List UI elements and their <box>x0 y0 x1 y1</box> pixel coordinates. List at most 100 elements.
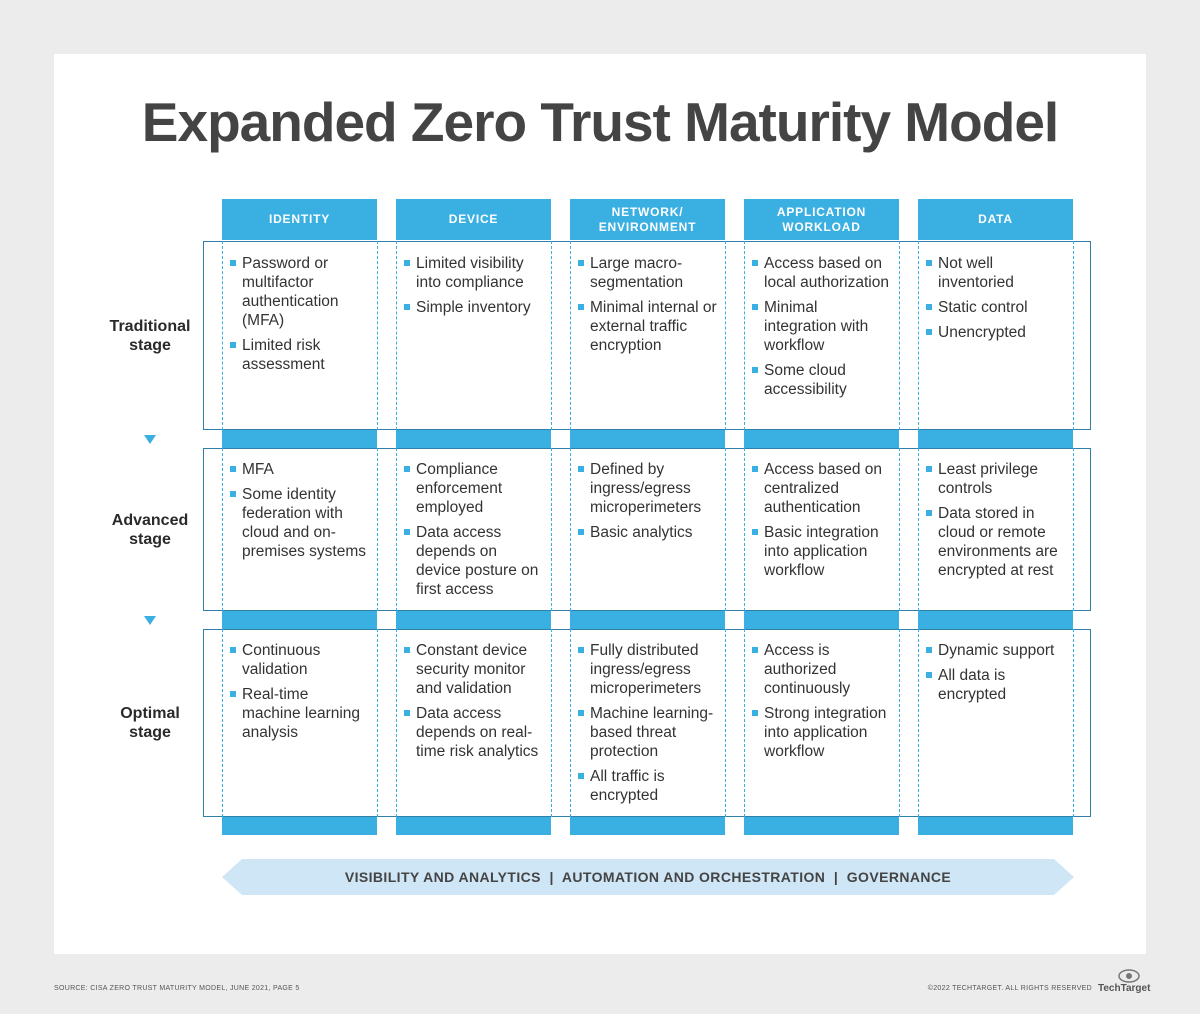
column-header-data: DATA <box>918 199 1073 240</box>
stage-bar-segment <box>744 430 899 448</box>
list-item-text: Limited risk assessment <box>242 337 325 373</box>
bullet-square-icon <box>230 491 236 497</box>
source-note: SOURCE: CISA ZERO TRUST MATURITY MODEL, … <box>54 985 300 992</box>
bullet-square-icon <box>926 510 932 516</box>
column-divider <box>222 241 223 430</box>
column-header-application: APPLICATION WORKLOAD <box>744 199 899 240</box>
list-item: Static control <box>926 298 1066 317</box>
stage-bar-segment <box>918 611 1073 629</box>
list-item-text: Data stored in cloud or remote environme… <box>938 505 1058 579</box>
column-divider <box>725 448 726 611</box>
row-label-traditional: Traditional stage <box>109 318 191 354</box>
column-divider <box>918 448 919 611</box>
techtarget-logo-icon: TechTarget <box>1098 966 1151 996</box>
stage-bar-segment <box>222 430 377 448</box>
row-label-advanced: Advanced stage <box>111 512 189 548</box>
column-divider <box>570 448 571 611</box>
stage-bar-segment <box>570 611 725 629</box>
list-item-text: Access based on local authorization <box>764 255 889 291</box>
bullet-square-icon <box>752 367 758 373</box>
list-item: Large macro-segmentation <box>578 254 718 292</box>
list-item-text: Machine learning-based threat protection <box>590 705 714 760</box>
bullet-square-icon <box>404 466 410 472</box>
column-divider <box>918 241 919 430</box>
list-item-text: Some identity federation with cloud and … <box>242 486 367 560</box>
list-item: Some cloud accessibility <box>752 361 892 399</box>
list-item: Constant device security monitor and val… <box>404 641 544 698</box>
bullet-square-icon <box>752 529 758 535</box>
bullet-square-icon <box>404 304 410 310</box>
list-item: MFA <box>230 460 370 479</box>
list-item-text: Data access depends on device posture on… <box>416 524 539 598</box>
list-item-text: Minimal internal or external traffic enc… <box>590 299 717 354</box>
list-item: All data is encrypted <box>926 666 1066 704</box>
column-divider <box>725 629 726 817</box>
stage-bar-segment <box>918 430 1073 448</box>
list-item: Access is authorized continuously <box>752 641 892 698</box>
copyright-note: ©2022 TECHTARGET. ALL RIGHTS RESERVED <box>927 985 1092 992</box>
column-divider <box>551 448 552 611</box>
stage-bar-segment <box>396 817 551 835</box>
stage-box-optimal <box>203 629 1091 817</box>
list-item: Access based on centralized authenticati… <box>752 460 892 517</box>
stage-cell: Defined by ingress/egress microperimeter… <box>578 460 718 548</box>
stage-box-traditional <box>203 241 1091 430</box>
column-divider <box>222 629 223 817</box>
bullet-square-icon <box>230 466 236 472</box>
bullet-square-icon <box>578 710 584 716</box>
bullet-square-icon <box>230 260 236 266</box>
bullet-square-icon <box>230 342 236 348</box>
column-divider <box>396 241 397 430</box>
bullet-square-icon <box>578 647 584 653</box>
bullet-square-icon <box>926 329 932 335</box>
list-item: Data stored in cloud or remote environme… <box>926 504 1066 580</box>
list-item: Defined by ingress/egress microperimeter… <box>578 460 718 517</box>
column-divider <box>899 241 900 430</box>
column-divider <box>377 448 378 611</box>
banner-arrow-shape <box>222 859 1074 895</box>
stage-cell: Password or multifactor authentication (… <box>230 254 370 380</box>
list-item-text: Dynamic support <box>938 642 1055 659</box>
column-divider <box>1073 629 1074 817</box>
list-item-text: Simple inventory <box>416 299 531 316</box>
column-header-device: DEVICE <box>396 199 551 240</box>
bullet-square-icon <box>578 304 584 310</box>
bullet-square-icon <box>926 647 932 653</box>
list-item-text: All traffic is encrypted <box>590 768 665 804</box>
column-divider <box>377 629 378 817</box>
logo-text: TechTarget <box>1098 983 1151 994</box>
column-divider <box>744 241 745 430</box>
bullet-square-icon <box>404 260 410 266</box>
list-item-text: Defined by ingress/egress microperimeter… <box>590 461 702 516</box>
column-header-network: NETWORK/ ENVIRONMENT <box>570 199 725 240</box>
list-item: All traffic is encrypted <box>578 767 718 805</box>
list-item-text: Continuous validation <box>242 642 321 678</box>
list-item-text: Least privilege controls <box>938 461 1038 497</box>
bullet-square-icon <box>926 466 932 472</box>
list-item: Access based on local authorization <box>752 254 892 292</box>
list-item-text: Constant device security monitor and val… <box>416 642 528 697</box>
list-item-text: Basic analytics <box>590 524 693 541</box>
bullet-square-icon <box>230 691 236 697</box>
list-item: Basic integration into application workf… <box>752 523 892 580</box>
banner-text: VISIBILITY AND ANALYTICS | AUTOMATION AN… <box>344 869 952 885</box>
page-title: Expanded Zero Trust Maturity Model <box>141 91 1059 153</box>
bullet-square-icon <box>752 710 758 716</box>
bullet-square-icon <box>578 466 584 472</box>
stage-bar-segment <box>918 817 1073 835</box>
column-divider <box>725 241 726 430</box>
column-divider <box>918 629 919 817</box>
arrow-down-icon <box>144 616 156 625</box>
list-item: Unencrypted <box>926 323 1066 342</box>
list-item: Not well inventoried <box>926 254 1066 292</box>
bullet-square-icon <box>404 647 410 653</box>
list-item: Limited risk assessment <box>230 336 370 374</box>
bullet-square-icon <box>230 647 236 653</box>
bullet-square-icon <box>926 672 932 678</box>
bullet-square-icon <box>578 260 584 266</box>
